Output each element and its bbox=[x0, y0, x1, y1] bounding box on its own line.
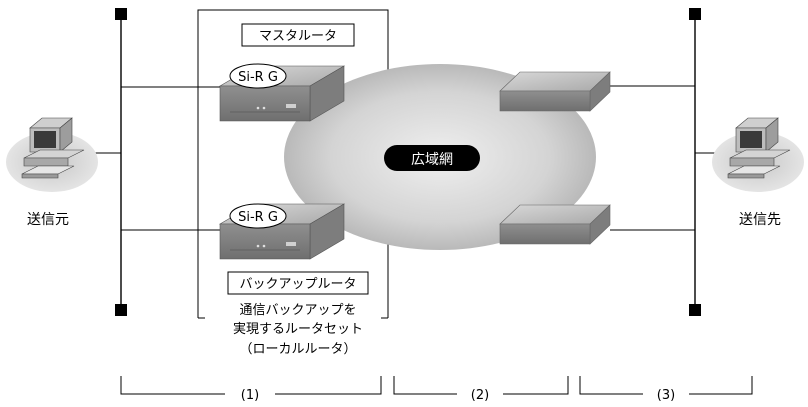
destination-pc-icon bbox=[712, 117, 804, 192]
wan-label: 広域網 bbox=[411, 152, 453, 168]
segment-1-label: (1) bbox=[241, 388, 259, 403]
segment-3-label: (3) bbox=[657, 388, 675, 403]
master-model-badge bbox=[229, 63, 287, 89]
segment-bracket-2 bbox=[393, 376, 569, 395]
master-router-label-box bbox=[241, 23, 355, 47]
wan-label-box bbox=[384, 145, 480, 171]
backup-router-label: バックアップルータ bbox=[239, 277, 356, 292]
left-lan-terminator-top bbox=[115, 8, 127, 20]
remote-router-bottom bbox=[499, 204, 611, 245]
router-set-caption-line3: （ローカルルータ） bbox=[239, 342, 356, 357]
master-model-label: Si-R G bbox=[238, 70, 278, 85]
left-lan-terminator-bottom bbox=[115, 304, 127, 316]
router-set-caption-line2: 実現するルータセット bbox=[233, 321, 363, 337]
source-label: 送信元 bbox=[27, 212, 69, 228]
backup-router-label-box bbox=[227, 271, 369, 295]
backup-model-badge bbox=[229, 203, 287, 229]
backup-model-label: Si-R G bbox=[238, 210, 278, 225]
right-lan-terminator-bottom bbox=[689, 304, 701, 316]
segment-2-label: (2) bbox=[471, 388, 489, 403]
segment-bracket-3 bbox=[579, 376, 753, 395]
left-lan bbox=[86, 8, 260, 316]
source-pc-icon bbox=[6, 117, 98, 192]
router-set-caption-line1: 通信バックアップを bbox=[239, 303, 356, 318]
remote-router-top bbox=[499, 71, 611, 112]
right-lan-terminator-top bbox=[689, 8, 701, 20]
destination-label: 送信先 bbox=[739, 212, 781, 228]
segment-bracket-1 bbox=[120, 376, 382, 395]
master-router-label: マスタルータ bbox=[259, 29, 337, 44]
